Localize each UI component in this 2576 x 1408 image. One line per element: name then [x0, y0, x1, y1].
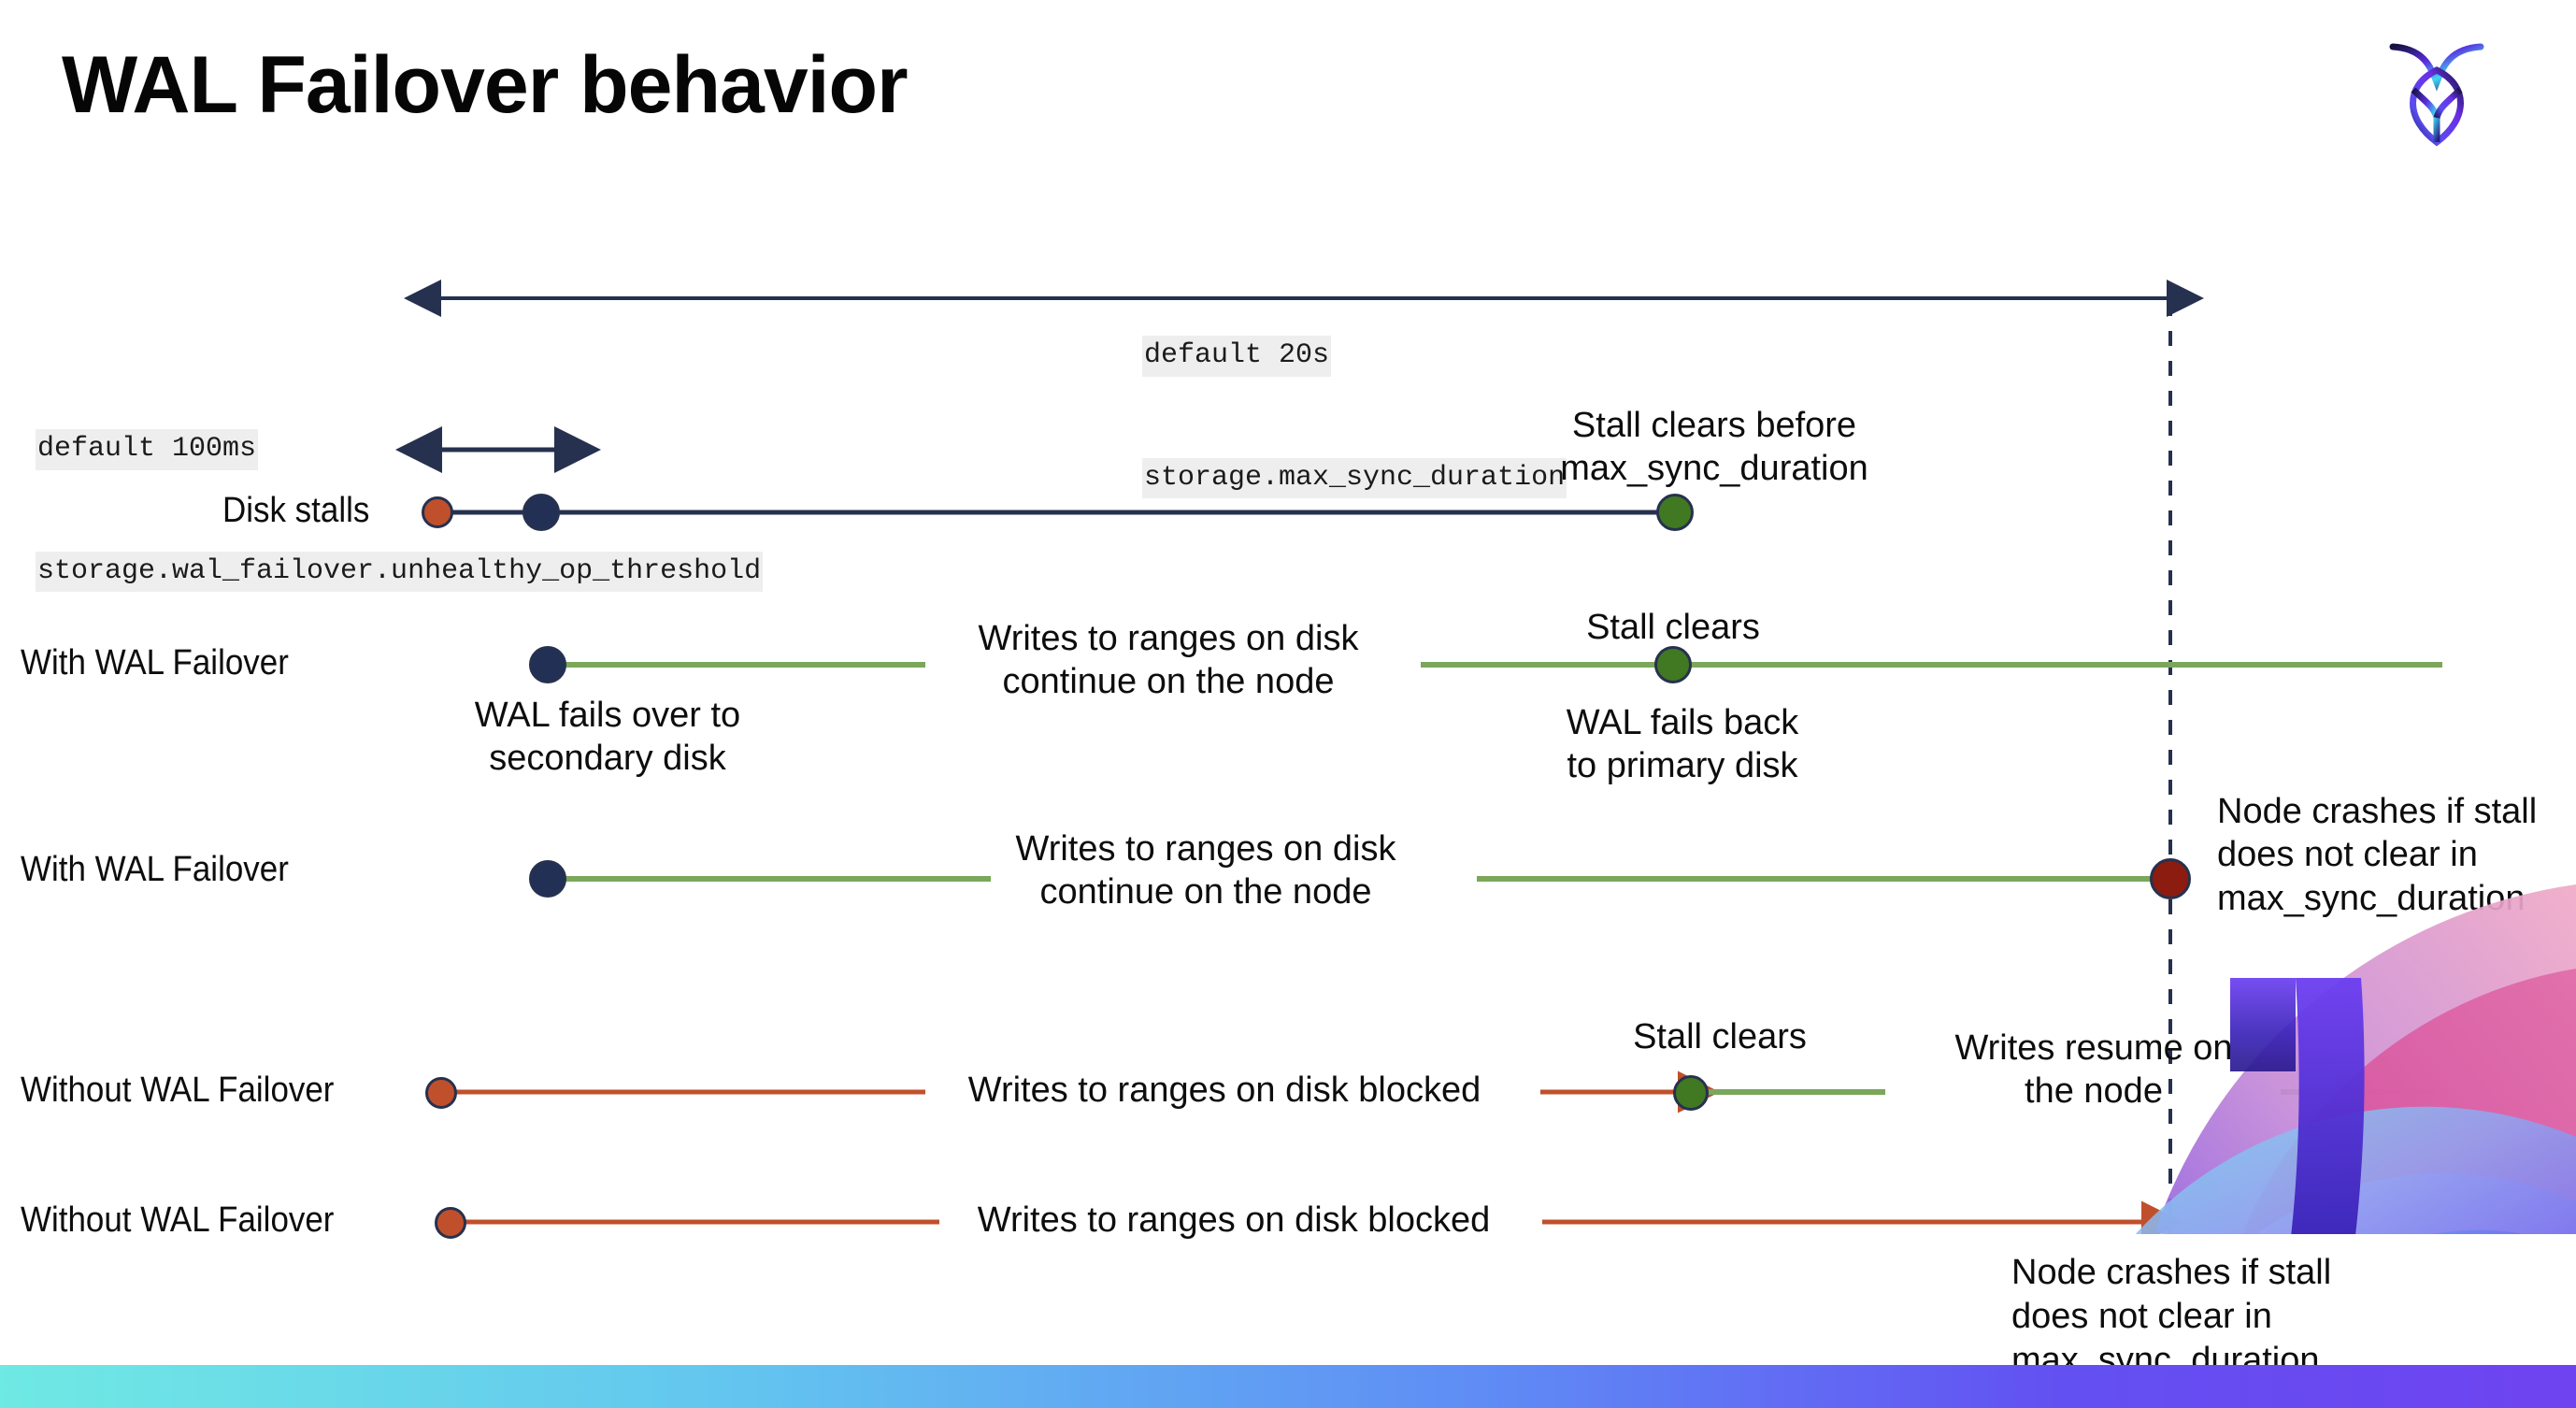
row-label-without-wal-failover-1: Without WAL Failover	[21, 1070, 335, 1110]
note-writes-continue-row3: Writes to ranges on disk continue on the…	[1015, 829, 1396, 912]
row-label-without-wal-failover-2: Without WAL Failover	[21, 1200, 335, 1240]
dot-failover-row3	[529, 860, 566, 898]
row-label-disk-stalls: Disk stalls	[222, 491, 370, 530]
dot-failover-row2	[529, 646, 566, 683]
note-node-crashes-row5: Node crashes if stall does not clear in …	[2011, 1253, 2332, 1381]
note-wal-fails-over: WAL fails over to secondary disk	[474, 696, 741, 779]
dot-stall-clears-row4	[1673, 1075, 1709, 1111]
unhealthy-setting-label: storage.wal_failover.unhealthy_op_thresh…	[36, 551, 764, 592]
note-wal-fails-back: WAL fails back to primary disk	[1566, 703, 1799, 786]
row-label-with-wal-failover-2: With WAL Failover	[21, 850, 289, 889]
dot-stall-clears-row1	[1656, 494, 1694, 531]
note-stall-clears-row4: Stall clears	[1633, 1017, 1807, 1056]
note-node-crashes-row3: Node crashes if stall does not clear in …	[2217, 792, 2538, 918]
note-writes-blocked-row5: Writes to ranges on disk blocked	[977, 1200, 1491, 1240]
max-sync-default-label: default 20s	[1142, 336, 1332, 377]
page-title: WAL Failover behavior	[62, 40, 909, 130]
max-sync-duration-annotation: default 20s storage.max_sync_duration	[1142, 254, 1567, 580]
dot-stall-start-row5	[435, 1207, 466, 1239]
note-writes-blocked-row4: Writes to ranges on disk blocked	[967, 1070, 1481, 1110]
dot-node-crash-row3	[2150, 858, 2191, 899]
cockroachdb-logo-icon	[2385, 28, 2488, 150]
note-writes-continue-row2: Writes to ranges on disk continue on the…	[978, 619, 1359, 702]
unhealthy-op-threshold-annotation: default 100ms storage.wal_failover.unhea…	[36, 348, 764, 673]
note-stall-clears-before: Stall clears before max_sync_duration	[1560, 406, 1868, 489]
dot-stall-clears-row2	[1654, 646, 1692, 683]
max-sync-setting-label: storage.max_sync_duration	[1142, 457, 1567, 498]
note-stall-clears-row2: Stall clears	[1586, 608, 1760, 647]
bottom-accent-bar	[0, 1365, 2576, 1408]
dot-stall-start-row1	[422, 496, 453, 528]
note-writes-resume-row4: Writes resume on the node	[1954, 1028, 2233, 1112]
unhealthy-default-label: default 100ms	[36, 429, 259, 470]
row-label-with-wal-failover-1: With WAL Failover	[21, 643, 289, 682]
dot-stall-start-row4	[425, 1077, 457, 1109]
dot-failover-row1	[522, 494, 560, 531]
